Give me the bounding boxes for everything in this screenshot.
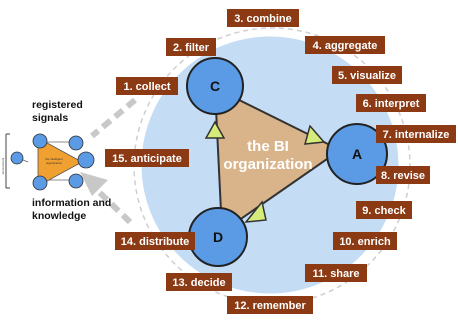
center-title-line1: the BI bbox=[247, 138, 289, 155]
svg-text:organization: organization bbox=[46, 161, 63, 165]
center-title-line2: organization bbox=[223, 156, 312, 173]
info-knowledge-line2: knowledge bbox=[32, 210, 86, 222]
arrow-a-to-d bbox=[244, 200, 267, 223]
svg-text:9. check: 9. check bbox=[362, 205, 406, 217]
registered-signals-line2: signals bbox=[32, 112, 68, 124]
svg-text:5. visualize: 5. visualize bbox=[338, 70, 396, 82]
svg-text:14. distribute: 14. distribute bbox=[121, 236, 189, 248]
svg-text:13. decide: 13. decide bbox=[172, 277, 225, 289]
svg-text:2. filter: 2. filter bbox=[173, 42, 210, 54]
step-14: 14. distribute bbox=[115, 232, 195, 250]
big-arrow-bottom bbox=[80, 172, 133, 225]
step-13: 13. decide bbox=[166, 273, 232, 291]
svg-text:1. collect: 1. collect bbox=[123, 81, 170, 93]
svg-text:4. aggregate: 4. aggregate bbox=[313, 40, 378, 52]
svg-text:10. enrich: 10. enrich bbox=[339, 236, 391, 248]
registered-signals-line1: registered bbox=[32, 99, 83, 111]
mini-diagram: environment the intelligent organization bbox=[1, 133, 95, 191]
step-2: 2. filter bbox=[166, 38, 216, 56]
step-4: 4. aggregate bbox=[305, 36, 385, 54]
big-arrow-top bbox=[90, 97, 137, 139]
info-knowledge-line1: information and bbox=[32, 197, 111, 209]
step-8: 8. revise bbox=[376, 166, 430, 184]
step-7: 7. internalize bbox=[376, 125, 456, 143]
step-10: 10. enrich bbox=[333, 232, 397, 250]
svg-text:15. anticipate: 15. anticipate bbox=[112, 153, 182, 165]
step-15: 15. anticipate bbox=[105, 149, 189, 167]
svg-text:8. revise: 8. revise bbox=[381, 170, 425, 182]
svg-text:A: A bbox=[352, 146, 362, 162]
svg-text:12. remember: 12. remember bbox=[234, 300, 306, 312]
step-6: 6. interpret bbox=[356, 94, 426, 112]
node-d: D bbox=[188, 207, 248, 267]
step-9: 9. check bbox=[356, 201, 412, 219]
svg-text:environment: environment bbox=[1, 158, 5, 175]
svg-text:6. interpret: 6. interpret bbox=[363, 98, 420, 110]
node-a: A bbox=[326, 123, 388, 185]
step-1: 1. collect bbox=[116, 77, 178, 95]
svg-text:3. combine: 3. combine bbox=[234, 13, 291, 25]
svg-text:D: D bbox=[213, 229, 223, 245]
step-3: 3. combine bbox=[227, 9, 299, 27]
svg-text:the intelligent: the intelligent bbox=[45, 157, 63, 161]
arrow-c-to-a bbox=[303, 124, 326, 145]
step-5: 5. visualize bbox=[332, 66, 402, 84]
svg-text:11. share: 11. share bbox=[312, 268, 359, 280]
svg-text:7. internalize: 7. internalize bbox=[383, 129, 450, 141]
node-c: C bbox=[186, 57, 244, 115]
step-12: 12. remember bbox=[227, 296, 313, 314]
svg-text:C: C bbox=[210, 78, 220, 94]
arrow-d-to-c bbox=[204, 120, 226, 139]
bi-triangle bbox=[213, 86, 342, 234]
step-11: 11. share bbox=[305, 264, 367, 282]
